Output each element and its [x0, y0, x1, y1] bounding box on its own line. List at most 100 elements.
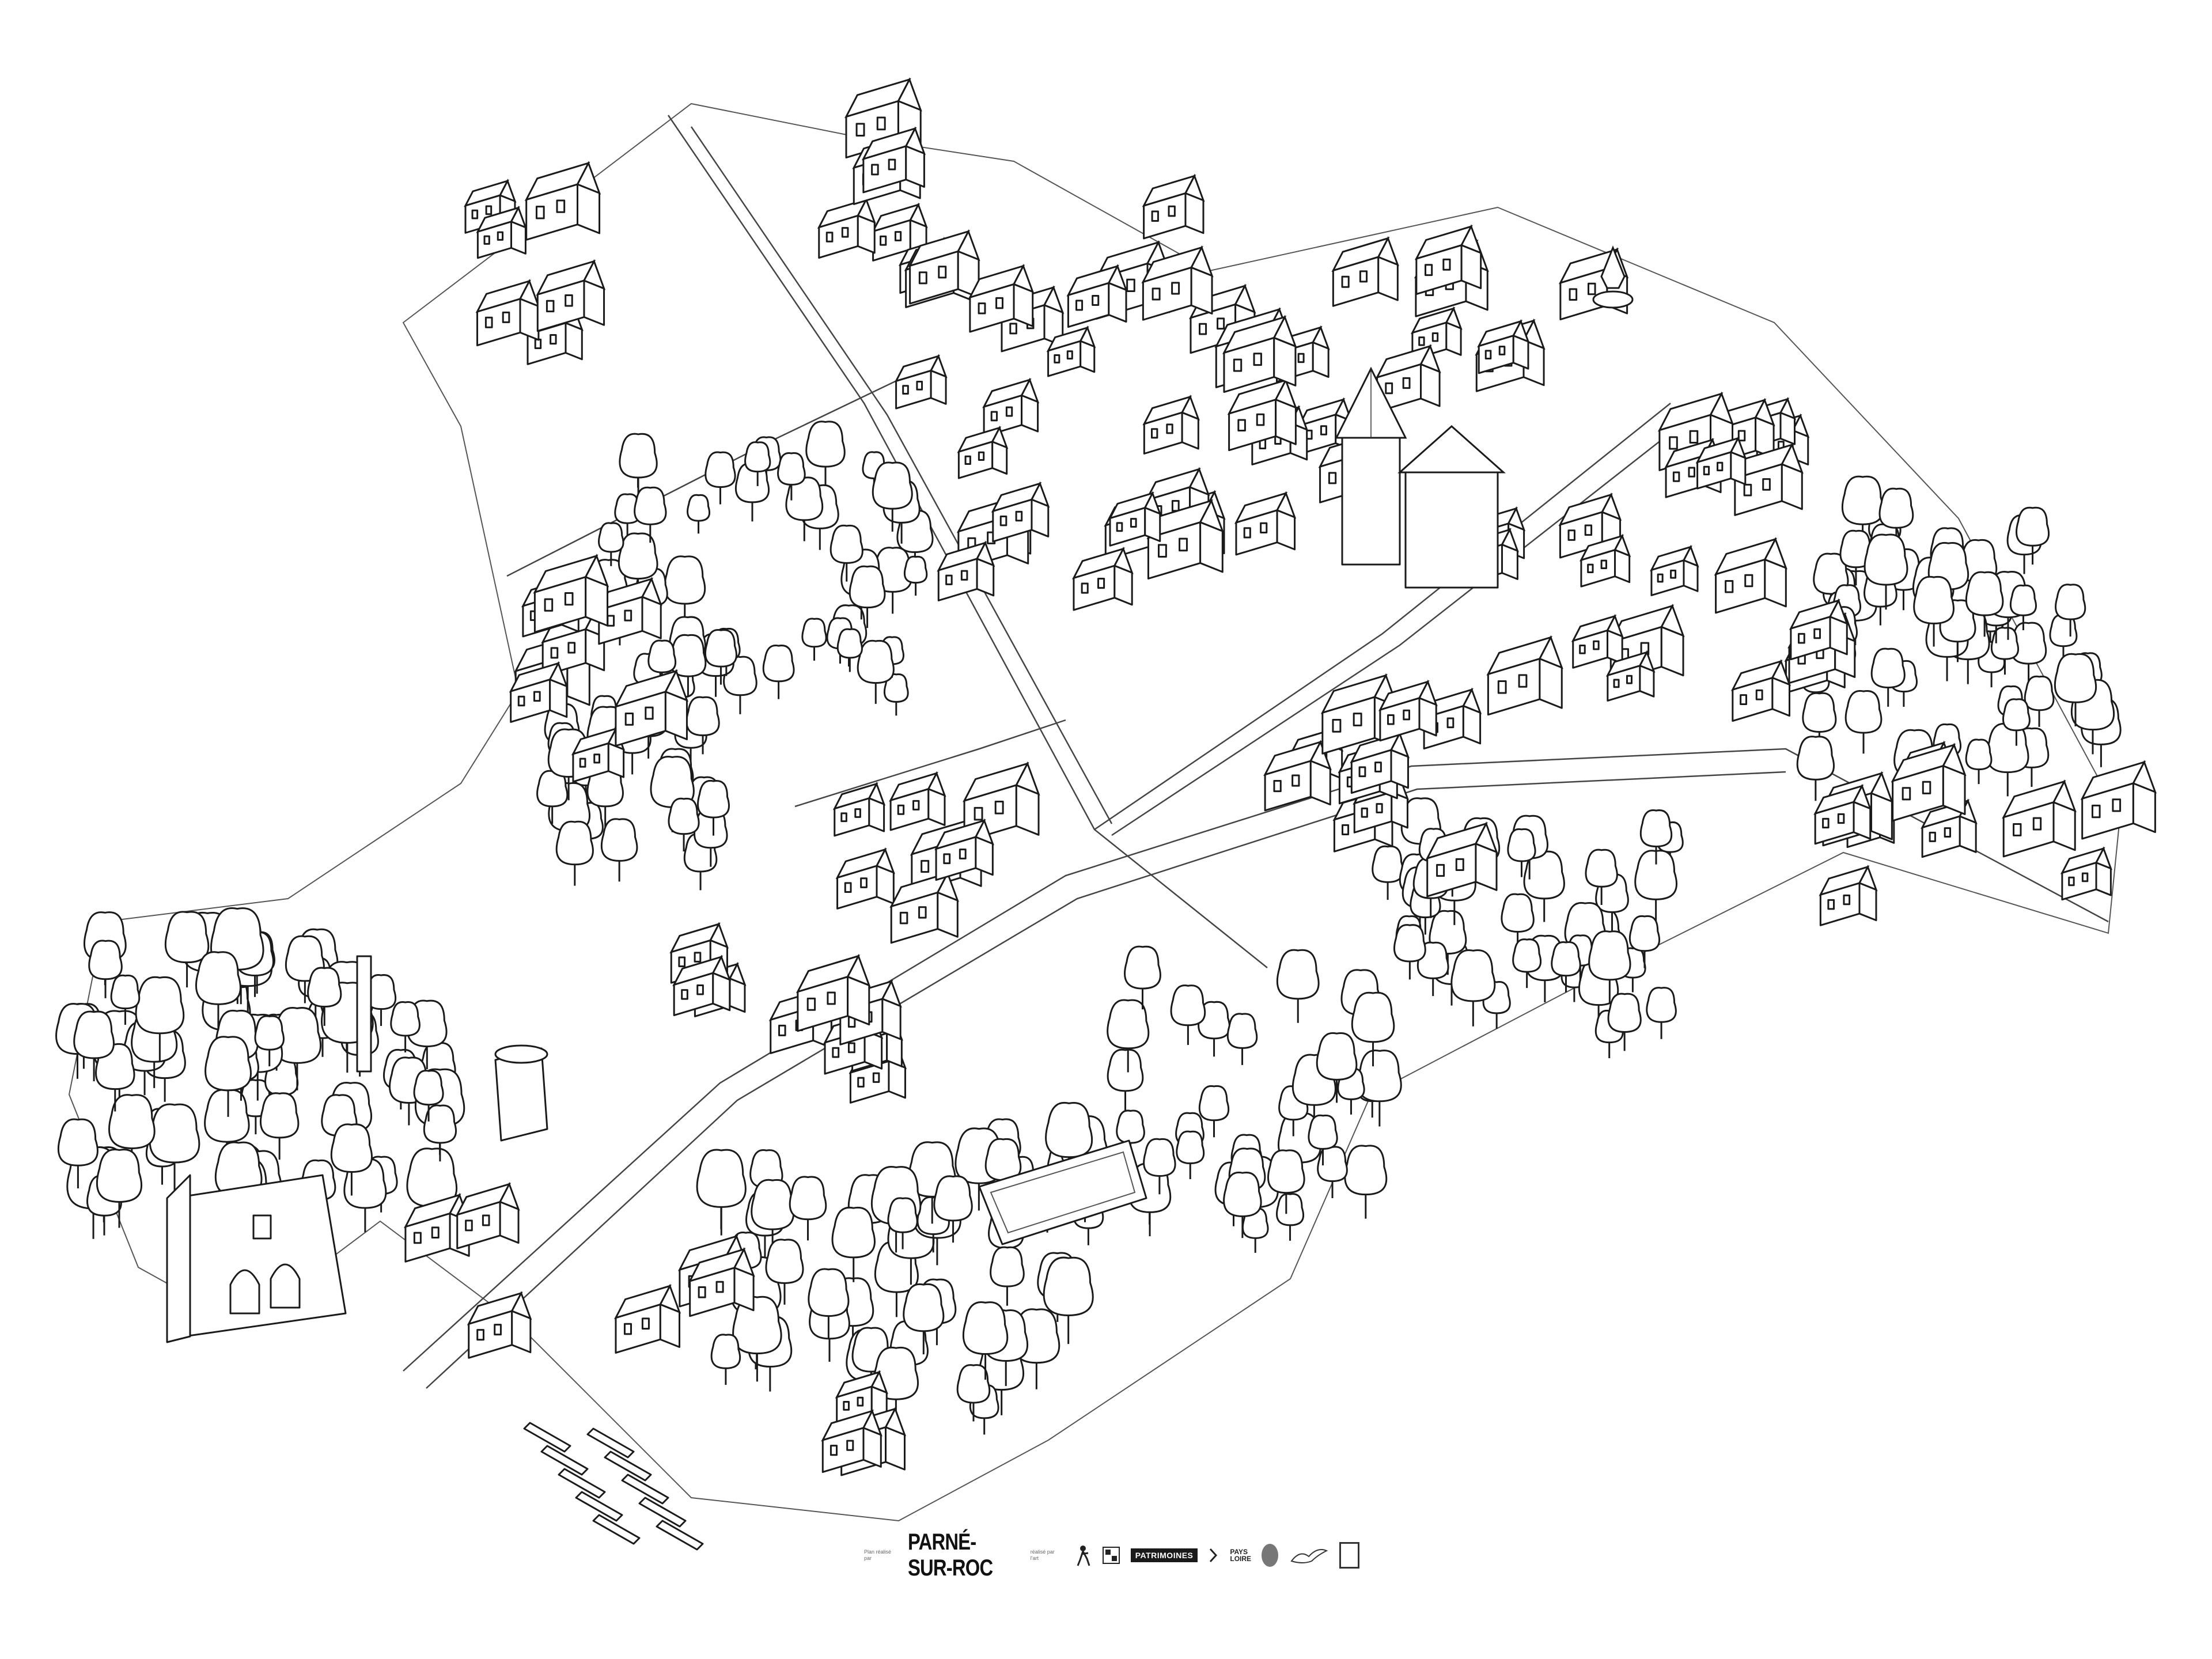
parking-bay [540, 1445, 589, 1476]
house [1378, 679, 1438, 742]
tree [1107, 999, 1150, 1073]
house [467, 1291, 532, 1359]
house [1331, 236, 1399, 307]
tree [647, 639, 677, 688]
tree [744, 441, 771, 486]
tree [2016, 506, 2050, 565]
tree [984, 1138, 1022, 1201]
tree [710, 1334, 741, 1385]
house [475, 279, 540, 347]
house [509, 661, 569, 723]
house [982, 377, 1040, 437]
tree [1628, 915, 1661, 968]
tree [1501, 893, 1535, 950]
house [533, 554, 609, 633]
tree [254, 1015, 285, 1067]
tree [73, 1010, 115, 1082]
house [1571, 613, 1624, 669]
tree [619, 433, 658, 499]
house [1263, 740, 1332, 812]
tree [831, 1206, 876, 1282]
tree [2009, 584, 2037, 630]
parking-area [523, 1422, 704, 1551]
round-seal-logo [1262, 1544, 1279, 1567]
house [937, 540, 995, 601]
tree [777, 452, 806, 501]
tree [1802, 692, 1837, 751]
roundabout [1592, 245, 1634, 309]
tree [110, 974, 141, 1025]
tree [1316, 1032, 1358, 1103]
tree [2054, 653, 2097, 726]
house [1714, 537, 1787, 614]
tree [1351, 991, 1395, 1067]
house [1142, 395, 1200, 454]
tree [1646, 987, 1677, 1039]
tree [260, 1092, 300, 1160]
footer-credit-note: Plan réalisé par [864, 1549, 892, 1561]
house [968, 264, 1035, 333]
tree [307, 967, 342, 1026]
house [1108, 491, 1162, 547]
chevron-icon [1208, 1547, 1219, 1564]
tree [1223, 1171, 1262, 1238]
house [991, 481, 1050, 543]
tree [903, 1283, 945, 1355]
tree [555, 820, 594, 886]
tree [1512, 938, 1542, 988]
tree [95, 1043, 135, 1112]
map-outline [68, 103, 2121, 1522]
house [1142, 173, 1205, 240]
town-title: PARNÉ-SUR-ROC [907, 1529, 993, 1581]
tree [1276, 949, 1320, 1023]
forest-left [55, 690, 730, 1247]
tree [687, 494, 711, 534]
house [1234, 491, 1297, 556]
tree [634, 486, 667, 543]
tree [164, 911, 210, 988]
tree [423, 1104, 457, 1162]
house [871, 202, 928, 262]
tree [108, 1094, 156, 1175]
patrimoines-logo: PATRIMOINES [1130, 1548, 1198, 1562]
house [861, 126, 926, 194]
tree [1170, 984, 1206, 1045]
tree [668, 797, 700, 852]
tree [789, 1176, 827, 1241]
grid-logo [1102, 1546, 1120, 1565]
tree [58, 1118, 99, 1189]
house [934, 818, 994, 881]
tree [830, 524, 863, 582]
tree [990, 1246, 1025, 1306]
house [571, 726, 626, 783]
tree [1551, 941, 1581, 993]
house [1730, 659, 1791, 722]
tree [872, 461, 913, 532]
tree [696, 1149, 747, 1236]
house [524, 161, 601, 241]
tree [1588, 930, 1631, 1004]
tree [195, 951, 241, 1031]
tree [849, 565, 886, 628]
house [476, 205, 527, 259]
house [1072, 546, 1134, 611]
house [614, 1283, 681, 1354]
tree [697, 779, 730, 836]
tree [1863, 533, 1908, 610]
house [2060, 846, 2112, 901]
parking-bay [523, 1422, 571, 1453]
tree [723, 656, 757, 714]
house [908, 229, 980, 305]
tree [96, 1149, 142, 1228]
house [817, 197, 876, 259]
house [1425, 821, 1498, 897]
tree [1796, 736, 1835, 801]
house [1375, 344, 1441, 413]
square-logo [1339, 1542, 1360, 1569]
tree [1344, 1145, 1388, 1219]
tree [88, 940, 123, 998]
house [796, 953, 871, 1032]
house [1414, 224, 1483, 296]
house [1486, 635, 1563, 716]
house [1891, 743, 1967, 822]
